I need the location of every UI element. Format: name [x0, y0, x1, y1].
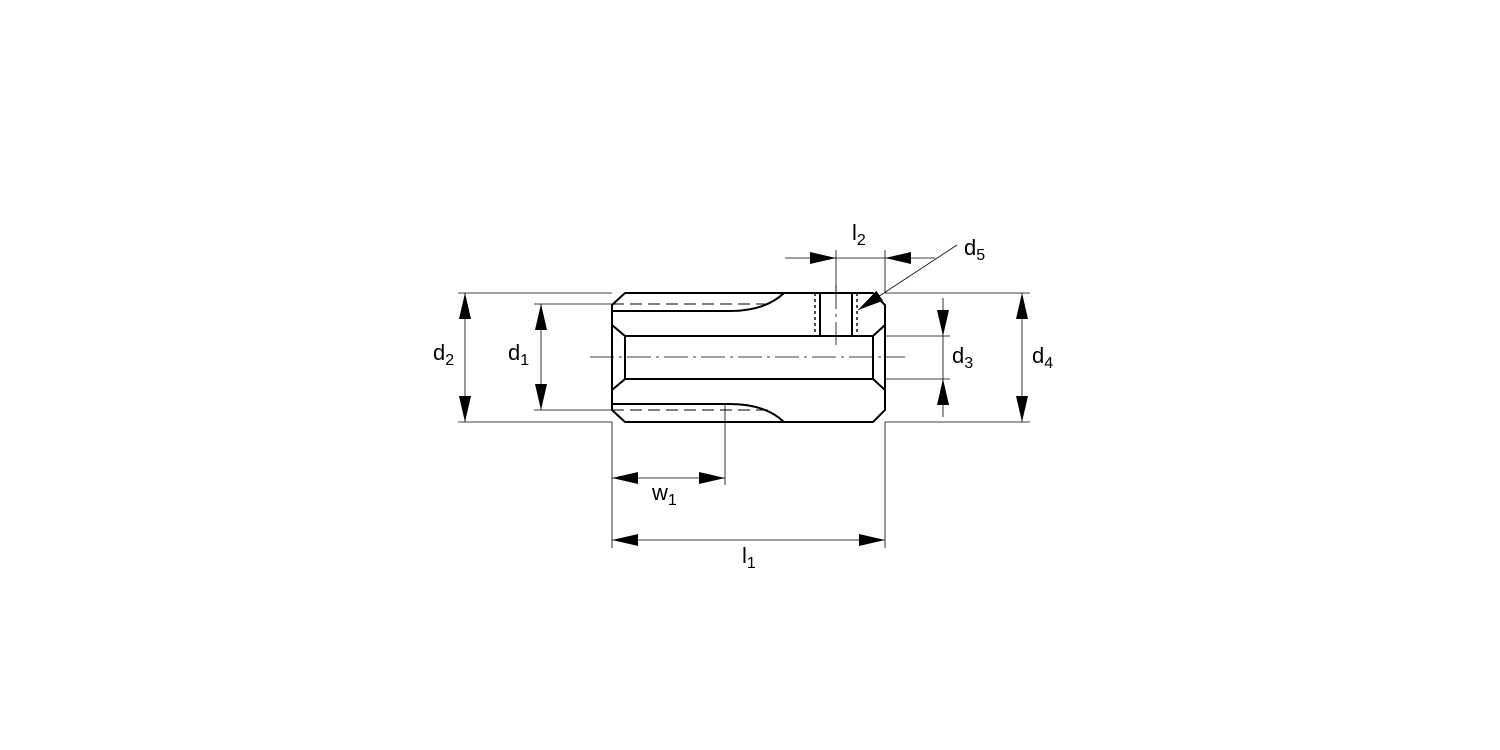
label-d3-base: d [952, 343, 965, 368]
label-d4-base: d [1032, 343, 1045, 368]
dimension-lines [459, 244, 1028, 546]
label-d1-sub: 1 [520, 352, 530, 369]
label-l1-base: l [742, 543, 747, 568]
label-w1-base: w [652, 480, 668, 505]
label-l2-sub: 2 [856, 232, 866, 249]
extension-lines [458, 250, 1030, 548]
label-d3-sub: 3 [964, 355, 974, 372]
label-d1-base: d [508, 340, 521, 365]
label-d2: d2 [433, 342, 454, 369]
label-d1: d1 [508, 342, 529, 369]
label-l2: l2 [852, 222, 866, 249]
bottom-slot [612, 403, 785, 423]
label-l2-base: l [852, 220, 857, 245]
outer-contour [611, 292, 886, 423]
label-d2-base: d [433, 340, 446, 365]
label-d5-base: d [964, 235, 977, 260]
label-d2-sub: 2 [445, 352, 455, 369]
label-w1: w1 [652, 482, 677, 509]
label-d5-sub: 5 [976, 247, 986, 264]
label-w1-sub: 1 [667, 492, 677, 509]
label-l1-sub: 1 [746, 555, 756, 572]
part-outline [611, 292, 886, 423]
center-lines [590, 285, 905, 358]
label-d4: d4 [1032, 345, 1053, 372]
d5-leader [857, 244, 958, 311]
label-l1: l1 [742, 545, 756, 572]
label-d5: d5 [964, 237, 985, 264]
label-d3: d3 [952, 345, 973, 372]
hidden-hole-lines [814, 293, 858, 336]
top-slot [612, 292, 785, 312]
label-d4-sub: 4 [1044, 355, 1054, 372]
hidden-lines [612, 303, 770, 411]
